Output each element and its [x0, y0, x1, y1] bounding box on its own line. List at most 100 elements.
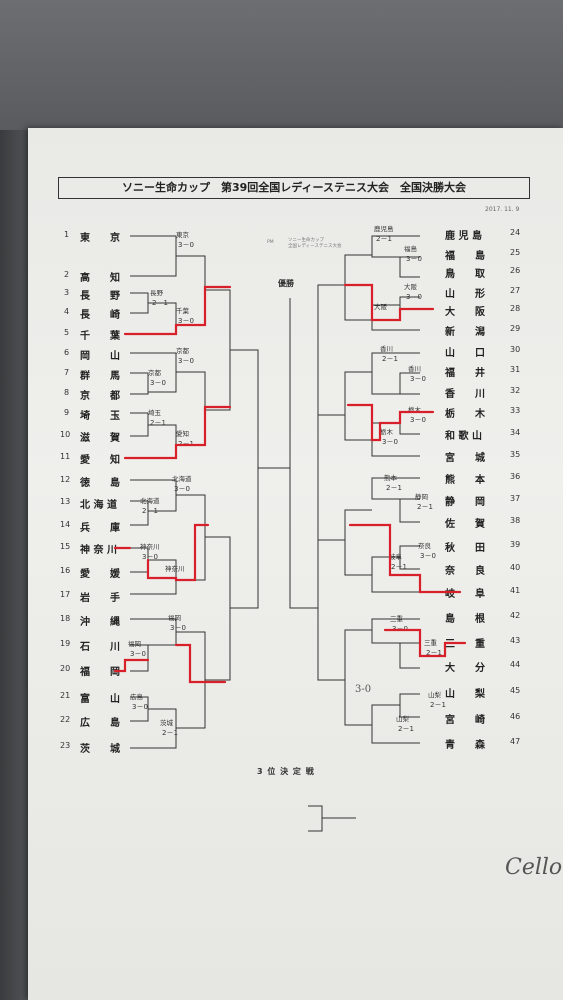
match-winner: 神奈川	[165, 565, 185, 573]
left-team-name: 北 海 道	[80, 500, 117, 511]
right-team-number: 39	[510, 540, 521, 549]
match-score: 2－1	[376, 235, 392, 243]
bracket-r16	[371, 704, 420, 744]
bracket-final-right	[289, 468, 318, 609]
note-line: 全国レディーステニス大会	[288, 244, 342, 249]
right-team-name: 香 川	[445, 389, 485, 400]
left-team-number: 20	[60, 664, 71, 673]
match-score: 3－0	[132, 703, 148, 711]
bracket-r1	[371, 235, 420, 278]
match-score: 2－1	[391, 563, 407, 571]
match-winner: 千葉	[176, 307, 189, 315]
note-prefix: PM	[267, 240, 274, 245]
right-team-name: 宮 崎	[445, 715, 485, 726]
left-team-name: 富 山	[80, 694, 120, 705]
left-team-number: 22	[60, 715, 71, 724]
note-block: ソニー生命カップ 全国レディーステニス大会	[288, 238, 341, 250]
bracket-m6	[130, 412, 149, 437]
right-team-name: 山 形	[445, 289, 485, 300]
bracket-r11	[399, 545, 420, 570]
match-winner: 長野	[150, 289, 163, 297]
left-team-number: 8	[64, 388, 70, 397]
left-team-number: 23	[60, 741, 71, 750]
left-team-number: 13	[60, 497, 71, 506]
date-stamp: 2017. 11. 9	[485, 206, 520, 213]
right-team-name: 青 森	[445, 740, 485, 751]
right-team-name: 山 梨	[445, 689, 485, 700]
right-team-number: 27	[510, 286, 521, 295]
bracket-black-lines	[130, 235, 420, 832]
bracket-r5	[371, 352, 420, 395]
right-team-number: 41	[510, 586, 521, 595]
right-team-name: 山 口	[445, 348, 485, 359]
left-team-name: 石 川	[80, 642, 120, 653]
left-team-name: 兵 庫	[80, 523, 120, 534]
bracket-m8	[130, 479, 177, 512]
left-team-name: 東 京	[80, 233, 120, 244]
match-score: 2－1	[430, 701, 446, 709]
bracket-qf1	[176, 255, 206, 326]
left-team-number: 3	[64, 288, 70, 297]
bracket-m12	[130, 618, 177, 646]
right-team-number: 46	[510, 712, 521, 721]
match-score: 3－0	[178, 241, 194, 249]
match-winner: 北海道	[140, 497, 160, 505]
bracket-third-place	[308, 805, 323, 832]
right-team-number: 36	[510, 472, 521, 481]
match-score: 3－0	[178, 357, 194, 365]
bracket-rsf2	[317, 539, 345, 681]
right-team-name: 鳥 取	[445, 269, 485, 280]
match-winner: 香川	[380, 345, 393, 353]
bracket-m10	[130, 547, 149, 573]
left-team-number: 19	[60, 639, 71, 648]
red-mie	[383, 628, 467, 658]
bracket-r13	[371, 618, 420, 644]
match-winner: 山梨	[428, 691, 441, 699]
right-team-name: 鹿 児 島	[445, 231, 482, 242]
left-team-name: 群 馬	[80, 371, 120, 382]
match-winner: 埼玉	[148, 409, 161, 417]
left-team-name: 滋 賀	[80, 433, 120, 444]
right-team-number: 43	[510, 636, 521, 645]
match-winner: 福岡	[168, 614, 181, 622]
bracket-m7	[130, 424, 177, 459]
match-winner: 栃木	[380, 428, 393, 436]
left-team-name: 福 岡	[80, 667, 120, 678]
left-team-name: 千 葉	[80, 331, 120, 342]
bracket-rqf2	[344, 371, 372, 441]
right-team-name: 福 井	[445, 368, 485, 379]
right-team-name: 岐 阜	[445, 589, 485, 600]
red-chiba	[123, 285, 232, 336]
left-team-name: 神 奈 川	[80, 545, 117, 556]
right-team-name: 和 歌 山	[445, 431, 482, 442]
bracket-r9	[371, 477, 420, 500]
right-team-name: 宮 城	[445, 453, 485, 464]
bracket-sheet	[28, 128, 563, 1000]
left-team-number: 4	[64, 307, 70, 316]
left-team-name: 岡 山	[80, 351, 120, 362]
match-score: 3－0	[406, 255, 422, 263]
match-score: 3－0	[382, 438, 398, 446]
right-team-number: 47	[510, 737, 521, 746]
bracket-rqf4	[344, 629, 372, 726]
match-score: 2－1	[398, 725, 414, 733]
third-place-label: 3 位 決 定 戦	[257, 767, 315, 776]
right-team-number: 45	[510, 686, 521, 695]
match-winner: 香川	[408, 365, 421, 373]
right-team-number: 40	[510, 563, 521, 572]
bracket-m5	[130, 372, 149, 395]
left-team-number: 1	[64, 230, 70, 239]
right-team-name: 新 潟	[445, 327, 485, 338]
match-winner: 福島	[404, 245, 417, 253]
match-score: 3－0	[142, 553, 158, 561]
match-winner: 東京	[176, 231, 189, 239]
left-team-name: 沖 縄	[80, 617, 120, 628]
right-team-name: 三 重	[445, 639, 485, 650]
right-team-name: 大 阪	[445, 307, 485, 318]
red-kanagawa	[113, 523, 210, 582]
red-tochigi	[346, 403, 435, 442]
right-team-name: 大 分	[445, 663, 485, 674]
bracket-m3	[130, 302, 177, 335]
left-team-number: 6	[64, 348, 70, 357]
